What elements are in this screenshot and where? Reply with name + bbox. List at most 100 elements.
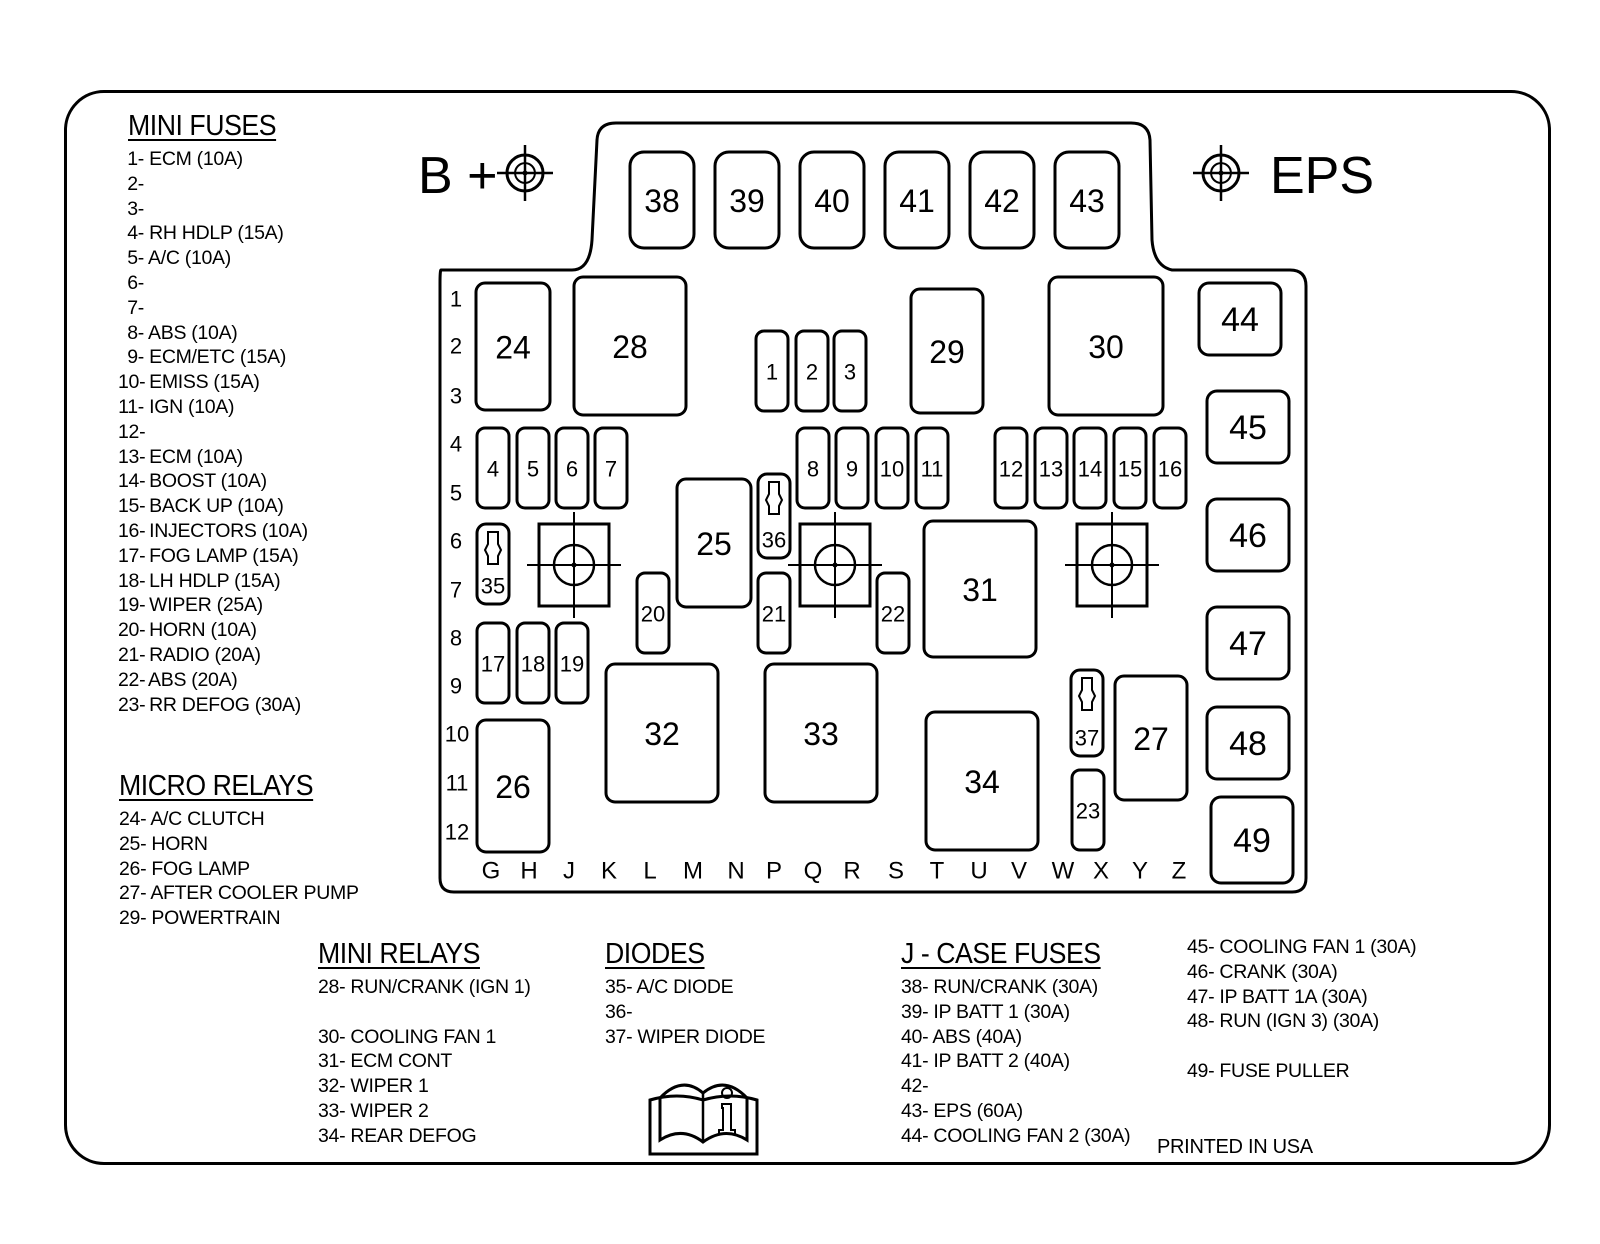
legend-item: 27- AFTER COOLER PUMP (119, 881, 359, 906)
relay-26-label: 26 (495, 769, 531, 805)
mini-relays-title: MINI RELAYS (318, 938, 480, 970)
jcase-fuse-41 (883, 150, 951, 250)
legend-item: 46- CRANK (30A) (1187, 960, 1416, 985)
relay-31 (922, 519, 1038, 659)
relay-30 (1047, 275, 1165, 417)
mini-fuse-13-label: 13 (1039, 457, 1063, 482)
row-number: 7 (450, 578, 462, 603)
relay-33-label: 33 (803, 716, 839, 752)
mount-stud-icon-dot (832, 562, 838, 568)
relay-25-label: 25 (696, 526, 732, 562)
mount-stud-icon-dot (571, 562, 577, 568)
legend-item-label: ABS (40A) (932, 1025, 1022, 1048)
jcase-fuse-43-label: 43 (1069, 183, 1105, 219)
column-letter: R (843, 858, 860, 885)
mini-fuse-14-label: 14 (1078, 457, 1102, 482)
jcase-fuse-46-label: 46 (1229, 517, 1267, 555)
micro-relays-title: MICRO RELAYS (119, 770, 314, 802)
legend-item-number: 6- (127, 271, 144, 294)
diode-35-symbol (483, 531, 503, 565)
diode-37 (1069, 668, 1105, 758)
legend-item-number: 36- (605, 1000, 633, 1023)
legend-item-number: 24- (119, 808, 147, 830)
mini-fuse-9 (834, 426, 870, 510)
legend-item-number: 17- (118, 544, 146, 567)
legend-item: 42- (901, 1074, 1130, 1099)
jcase-fuse-38 (628, 150, 696, 250)
diodes-title: DIODES (605, 938, 705, 970)
manual-info-icon-dot (721, 1087, 733, 1099)
manual-info-icon-i (718, 1103, 736, 1135)
legend-item (318, 1000, 531, 1025)
jcase-fuse-40-label: 40 (814, 183, 850, 219)
column-letter: S (888, 858, 904, 885)
legend-item-number: 18- (118, 569, 146, 592)
relay-24-label: 24 (495, 330, 531, 366)
legend-item-number: 3- (127, 197, 144, 220)
column-letter: G (482, 858, 501, 885)
row-number: 9 (450, 674, 462, 699)
jcase-fuse-47-label: 47 (1229, 625, 1267, 663)
legend-item-number: 1- (127, 148, 144, 170)
legend-item-label: COOLING FAN 2 (30A) (933, 1124, 1131, 1147)
legend-item-label: EMISS (15A) (149, 371, 260, 394)
legend-item: 33- WIPER 2 (318, 1099, 531, 1124)
legend-item: 48- RUN (IGN 3) (30A) (1187, 1009, 1416, 1034)
b-plus-label: B + (418, 147, 498, 205)
mini-fuse-6 (554, 426, 590, 510)
legend-item-number: 2- (127, 172, 144, 195)
legend-item-number: 16- (118, 519, 146, 542)
diode-36 (756, 472, 792, 560)
legend-item-label: RR DEFOG (30A) (149, 693, 301, 716)
legend-item-label: ABS (10A) (148, 321, 238, 344)
mini-fuse-21-label: 21 (762, 602, 786, 627)
legend-item-number: 38- (901, 976, 929, 998)
mini-relays-legend: MINI RELAYS 28- RUN/CRANK (IGN 1)30- COO… (318, 938, 531, 1149)
mini-fuse-6-label: 6 (566, 457, 578, 482)
manual-info-icon (648, 1094, 759, 1156)
legend-item-label: FOG LAMP (151, 857, 250, 880)
legend-item-number: 7- (127, 296, 144, 319)
column-letter: M (683, 858, 703, 885)
relay-27-label: 27 (1133, 721, 1169, 757)
diode-37-label: 37 (1075, 726, 1099, 751)
mini-fuse-16-label: 16 (1158, 457, 1182, 482)
mini-fuse-8-label: 8 (807, 457, 819, 482)
legend-item: 7- (118, 296, 308, 321)
legend-item-label: INJECTORS (10A) (149, 519, 308, 542)
relay-34 (924, 710, 1040, 852)
legend-item-label: COOLING FAN 1 (30A) (1219, 936, 1417, 958)
legend-item-label: IP BATT 1A (30A) (1219, 985, 1368, 1008)
jcase-fuse-44-label: 44 (1221, 301, 1259, 339)
column-letter: W (1052, 858, 1075, 885)
row-number: 8 (450, 626, 462, 651)
legend-item: 32- WIPER 1 (318, 1074, 531, 1099)
legend-item-number: 13- (118, 445, 146, 468)
mini-fuse-14 (1072, 426, 1108, 510)
fuse-block-panel (64, 90, 1551, 1165)
column-letter: N (727, 858, 744, 885)
legend-item: 41- IP BATT 2 (40A) (901, 1049, 1130, 1074)
legend-item-label: LH HDLP (15A) (149, 569, 281, 592)
legend-item-label: WIPER 2 (350, 1099, 429, 1122)
column-letter: U (970, 858, 987, 885)
jcase-fuses-legend-2: 45- COOLING FAN 1 (30A)46- CRANK (30A)47… (1187, 935, 1417, 1084)
column-letter: K (601, 858, 617, 885)
mini-fuse-15-label: 15 (1118, 457, 1142, 482)
column-letter: H (520, 858, 537, 885)
mini-fuse-18 (515, 621, 551, 705)
diode-36-label: 36 (762, 528, 786, 553)
row-number: 2 (450, 334, 462, 359)
legend-item-number: 14- (118, 470, 146, 493)
legend-item-number: 11- (118, 395, 144, 418)
legend-item: 14- BOOST (10A) (118, 469, 308, 494)
manual-info-icon-pages (658, 1083, 749, 1144)
relay-29 (909, 287, 985, 415)
mini-fuse-20-label: 20 (641, 602, 665, 627)
legend-item: 13- ECM (10A) (118, 445, 308, 470)
jcase-fuse-48 (1205, 705, 1291, 781)
row-number: 6 (450, 529, 462, 554)
mount-stud-icon-dot (1109, 562, 1115, 568)
legend-item-number: 19- (118, 594, 146, 617)
